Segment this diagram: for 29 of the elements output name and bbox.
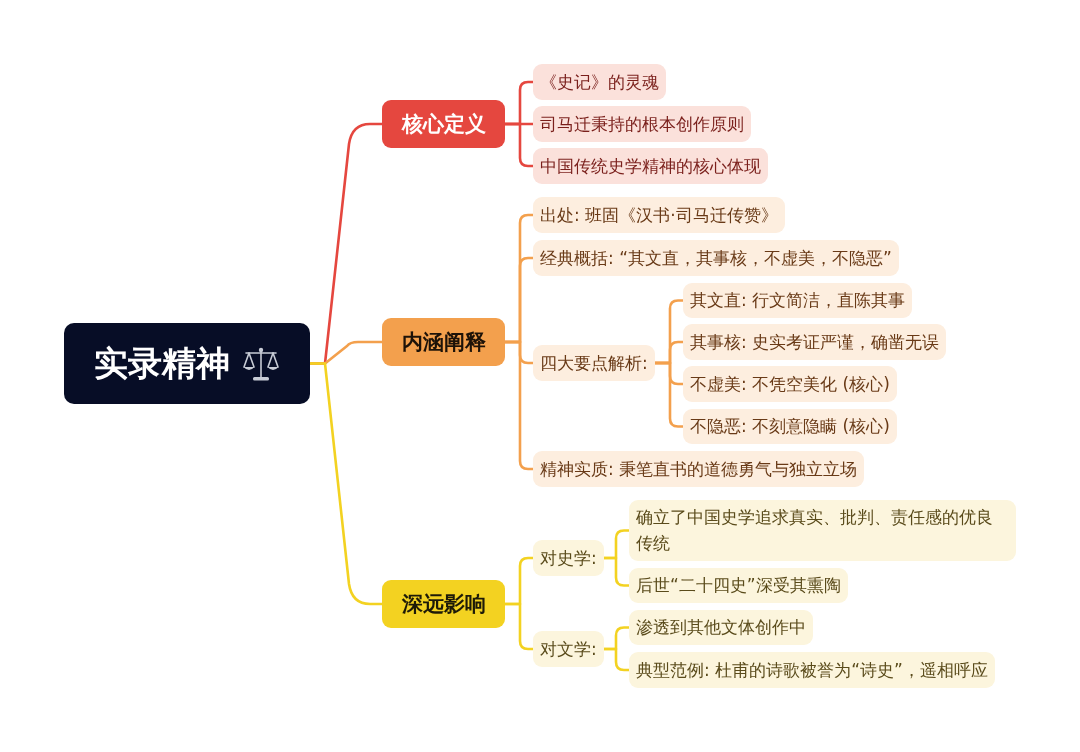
topic-box: 对史学: bbox=[533, 540, 604, 576]
topic-box: 其事核: 史实考证严谨，确凿无误 bbox=[683, 324, 947, 360]
topic-box: 对文学: bbox=[533, 631, 604, 667]
topic-box: 不隐恶: 不刻意隐瞒 (核心) bbox=[683, 409, 897, 444]
topic-title: 实录精神 bbox=[94, 341, 230, 385]
topic-box: 经典概括: “其文直，其事核，不虚美，不隐恶” bbox=[533, 240, 899, 276]
branch-box: 深远影响 bbox=[382, 580, 505, 628]
topic-box: 典型范例: 杜甫的诗歌被誉为“诗史”，遥相呼应 bbox=[629, 652, 995, 688]
topic-box: 出处: 班固《汉书·司马迁传赞》 bbox=[533, 197, 785, 233]
topic-box: 《史记》的灵魂 bbox=[533, 64, 666, 100]
topic-box: 精神实质: 秉笔直书的道德勇气与独立立场 bbox=[533, 451, 865, 487]
connector-line bbox=[602, 556, 631, 587]
topic-box: 中国传统史学精神的核心体现 bbox=[533, 148, 768, 184]
topic-box: 不虚美: 不凭空美化 (核心) bbox=[683, 366, 897, 402]
connector-line bbox=[503, 340, 535, 471]
topic-box: 渗透到其他文体创作中 bbox=[629, 610, 813, 645]
connector-line bbox=[503, 602, 535, 651]
topic-box: 司马迁秉持的根本创作原则 bbox=[533, 106, 751, 142]
branch-box: 内涵阐释 bbox=[382, 318, 505, 366]
connector-line bbox=[308, 362, 384, 606]
topic-box: 其文直: 行文简洁，直陈其事 bbox=[683, 283, 913, 318]
topic-box: 确立了中国史学追求真实、批判、责任感的优良传统 bbox=[629, 500, 1016, 561]
connector-line bbox=[503, 122, 535, 168]
topic-box: 四大要点解析: bbox=[533, 345, 655, 381]
connector-line bbox=[602, 647, 631, 672]
root-box bbox=[64, 323, 310, 404]
connector-line bbox=[653, 361, 685, 428]
branch-box: 核心定义 bbox=[382, 100, 505, 148]
topic-box: 后世“二十四史”深受其熏陶 bbox=[629, 568, 848, 603]
